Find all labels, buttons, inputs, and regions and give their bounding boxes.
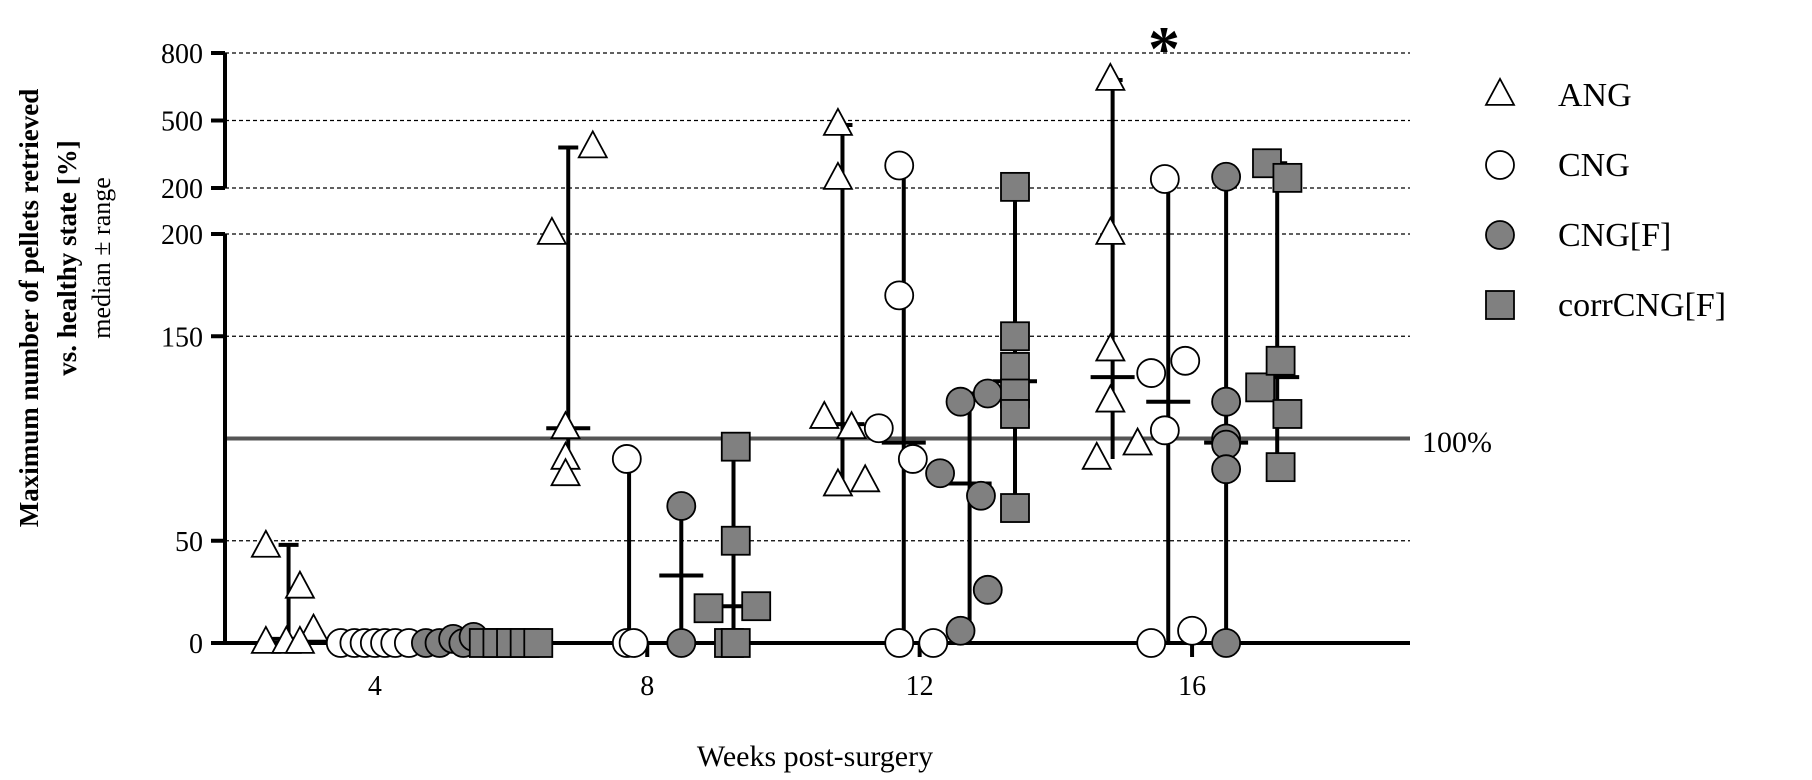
- data-point: [666, 491, 697, 521]
- data-point: [808, 400, 840, 429]
- x-tick-label: 4: [368, 671, 382, 702]
- legend-marker: [1485, 220, 1515, 250]
- data-point: [1000, 321, 1030, 352]
- data-point: [1000, 399, 1030, 429]
- data-point: [945, 615, 976, 646]
- data-point: [1122, 426, 1154, 456]
- data-point: [250, 624, 282, 654]
- x-axis-label: Weeks post-surgery: [697, 740, 933, 773]
- data-point: [1211, 161, 1242, 192]
- data-point: [250, 528, 282, 558]
- data-point: [966, 480, 996, 511]
- data-point: [1272, 399, 1303, 429]
- data-point: [1272, 162, 1303, 193]
- data-point: [666, 628, 697, 658]
- data-point: [1081, 440, 1113, 470]
- data-point: [1136, 358, 1167, 388]
- data-point: [1149, 415, 1180, 446]
- data-point: [897, 444, 928, 474]
- legend-label: CNG: [1558, 147, 1630, 184]
- data-point: [849, 463, 881, 493]
- y-axis-sublabel: median ± range: [87, 177, 116, 339]
- legend-label: ANG: [1558, 77, 1632, 114]
- data-point: [298, 612, 330, 642]
- legend: ANG CNG CNG[F] corrCNG[F]: [1484, 76, 1726, 324]
- data-point: [1265, 345, 1296, 376]
- data-point: [284, 624, 316, 654]
- y-axis-label-line1: Maximum number of pellets retrieved: [14, 89, 44, 527]
- data-point: [1245, 372, 1276, 403]
- data-point: [822, 160, 854, 190]
- data-point: [284, 569, 316, 599]
- y-tick-label: 500: [161, 107, 203, 138]
- data-point: [1094, 383, 1126, 413]
- data-point: [972, 574, 1003, 605]
- data-point: [1094, 215, 1126, 245]
- data-point: [550, 410, 582, 440]
- y-tick-label: 0: [189, 629, 203, 660]
- data-point: [1170, 345, 1201, 376]
- data-point: [822, 106, 854, 136]
- y-tick-label: 200: [161, 174, 203, 205]
- y-tick-label: 800: [161, 39, 203, 70]
- data-point: [618, 628, 649, 658]
- legend-marker: [1485, 150, 1515, 180]
- data-point: [1177, 615, 1207, 646]
- data-point: [577, 129, 609, 159]
- data-point: [1000, 493, 1030, 523]
- y-tick-label: 200: [161, 220, 203, 251]
- x-tick-label: 16: [1178, 671, 1206, 702]
- x-tick-label: 8: [640, 671, 654, 702]
- legend-label: corrCNG[F]: [1558, 287, 1726, 324]
- data-point: [741, 591, 772, 622]
- data-point: [1000, 352, 1030, 382]
- reference-line-label: 100%: [1422, 426, 1492, 459]
- data-point: [550, 457, 582, 487]
- data-point: [884, 150, 915, 181]
- data-point: [1211, 386, 1242, 417]
- data-point: [945, 386, 976, 417]
- legend-marker: [1485, 290, 1515, 320]
- data-point: [1000, 171, 1030, 202]
- axes: 0 50 150 200 200 500 800 4 8 12 16: [161, 39, 1410, 702]
- data-point: [1094, 332, 1126, 362]
- legend-label: CNG[F]: [1558, 217, 1671, 254]
- data-point: [720, 525, 751, 556]
- significance-marker: *: [1148, 13, 1180, 84]
- data-point: [523, 628, 554, 658]
- data-point: [863, 413, 894, 444]
- data-point: [720, 628, 751, 658]
- y-tick-label: 50: [175, 527, 203, 558]
- data-point: [1265, 452, 1296, 483]
- data-point: [925, 458, 955, 489]
- data-points: [250, 61, 1303, 658]
- data-point: [884, 280, 915, 311]
- legend-marker: [1484, 76, 1516, 106]
- data-point: [1211, 628, 1242, 658]
- data-point: [1149, 164, 1180, 194]
- y-axis-label-line2: vs. healthy state [%]: [52, 140, 82, 375]
- data-point: [1094, 61, 1126, 91]
- data-point: [720, 431, 751, 462]
- data-point: [972, 378, 1003, 409]
- data-point: [822, 467, 854, 497]
- x-tick-label: 12: [906, 671, 934, 702]
- data-point: [918, 628, 949, 658]
- data-point: [693, 593, 724, 624]
- data-point: [536, 215, 568, 245]
- data-point: [836, 410, 868, 440]
- data-point: [611, 444, 642, 474]
- data-point: [884, 628, 915, 658]
- data-point: [1136, 628, 1167, 658]
- data-point: [1211, 454, 1242, 485]
- y-tick-label: 150: [161, 322, 203, 353]
